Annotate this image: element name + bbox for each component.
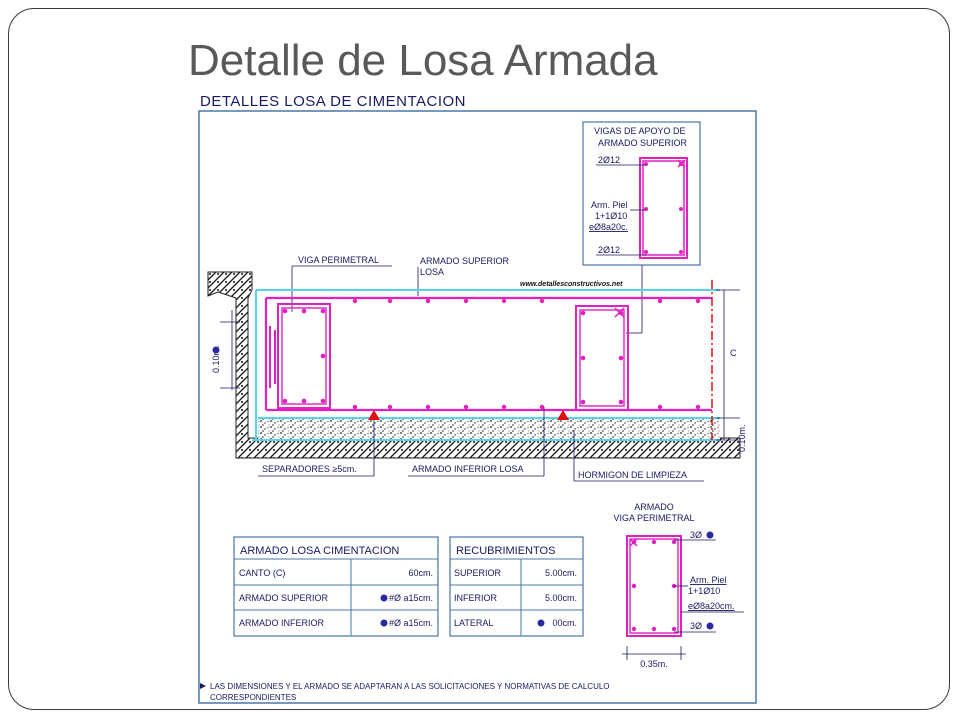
cover-row-value: 5.00cm. <box>545 593 577 603</box>
perimeter-detail-title: ARMADO <box>634 502 674 512</box>
obscured-marker <box>706 622 714 630</box>
obscured-marker <box>706 531 714 539</box>
perimeter-beam-detail: ARMADO VIGA PERIMETRAL 3Ø Arm. Piel 1+1Ø… <box>613 502 744 669</box>
perimeter-bottom-bars: 3Ø <box>690 621 702 631</box>
armado-row-value: #Ø a15cm. <box>389 618 433 628</box>
obscured-marker <box>212 346 220 354</box>
cover-row-label: SUPERIOR <box>454 568 502 578</box>
support-beam-detail: VIGAS DE APOYO DE ARMADO SUPERIOR 2Ø12 A… <box>582 121 701 334</box>
website-watermark: www.detallesconstructivos.net <box>520 281 623 288</box>
slide-title: Detalle de Losa Armada <box>188 36 658 85</box>
armado-row-label: ARMADO INFERIOR <box>239 618 325 628</box>
spacer-marker <box>368 410 380 420</box>
perimeter-detail-title-2: VIGA PERIMETRAL <box>613 513 694 523</box>
dimension-lines <box>220 289 740 441</box>
armado-table-title: ARMADO LOSA CIMENTACION <box>240 545 399 557</box>
cover-table-title: RECUBRIMIENTOS <box>456 545 555 557</box>
support-beam-title-2: ARMADO SUPERIOR <box>598 138 688 148</box>
drawing-border <box>198 110 757 704</box>
perimeter-skin-2: 1+1Ø10 <box>688 586 720 596</box>
perimeter-top-bars: 3Ø <box>690 530 702 540</box>
armado-row-label: ARMADO SUPERIOR <box>239 593 329 603</box>
bottom-dimension: 0.10m. <box>737 424 747 452</box>
cover-row-label: LATERAL <box>454 618 493 628</box>
support-beam-title: VIGAS DE APOYO DE <box>594 126 686 136</box>
support-beam-top-bars: 2Ø12 <box>598 155 620 165</box>
cover-row-label: INFERIOR <box>454 593 498 603</box>
side-dimension: 0.10m. <box>211 345 221 373</box>
support-beam-skin: Arm. Piel <box>591 200 628 210</box>
note-line-2: CORRESPONDIENTES <box>210 693 296 702</box>
cover-row-value: 00cm. <box>552 618 577 628</box>
obscured-marker <box>537 619 545 627</box>
cover-row-value: 5.00cm. <box>545 568 577 578</box>
perimeter-stirrups: eØ8a20cm. <box>688 601 735 611</box>
support-beam-bottom-bars: 2Ø12 <box>598 245 620 255</box>
thickness-label: C <box>730 348 737 358</box>
support-beam-frame <box>582 121 701 266</box>
spacers-label: SEPARADORES ≥5cm. <box>262 464 357 474</box>
slide-frame <box>8 8 950 710</box>
cover-table: RECUBRIMIENTOS SUPERIOR 5.00cm. INFERIOR… <box>449 536 584 637</box>
bottom-reinforcement-label: ARMADO INFERIOR LOSA <box>412 464 524 474</box>
perimeter-skin: Arm. Piel <box>690 575 727 585</box>
top-reinforcement-label-2: LOSA <box>420 267 444 277</box>
perimeter-width: 0.35m. <box>640 659 668 669</box>
note-line-1: LAS DIMENSIONES Y EL ARMADO SE ADAPTARAN… <box>210 682 610 691</box>
armado-row-value: #Ø a15cm. <box>389 593 433 603</box>
drawing-heading: DETALLES LOSA DE CIMENTACION <box>200 93 466 110</box>
armado-row-value: 60cm. <box>408 568 433 578</box>
armado-table: ARMADO LOSA CIMENTACION CANTO (C) 60cm. … <box>233 536 439 637</box>
support-beam-skin-2: 1+1Ø10 <box>595 211 627 221</box>
perimeter-beam-stirrup <box>277 303 331 409</box>
support-beam-stirrups: eØ8a20c. <box>589 222 628 232</box>
armado-row-label: CANTO (C) <box>239 568 285 578</box>
support-beam-stirrup-inner <box>642 160 685 256</box>
interior-beam-stirrup <box>575 305 629 411</box>
support-beam-stirrup <box>639 157 688 259</box>
lean-concrete-layer <box>258 418 720 440</box>
note-arrow-icon <box>200 683 206 689</box>
obscured-marker <box>380 594 388 602</box>
lean-concrete-label: HORMIGON DE LIMPIEZA <box>578 470 687 480</box>
slab-reinforcement <box>264 296 712 412</box>
top-reinforcement-label: ARMADO SUPERIOR <box>420 256 510 266</box>
perimeter-beam-label: VIGA PERIMETRAL <box>298 255 379 265</box>
spacer-marker <box>557 410 569 420</box>
obscured-marker <box>380 619 388 627</box>
